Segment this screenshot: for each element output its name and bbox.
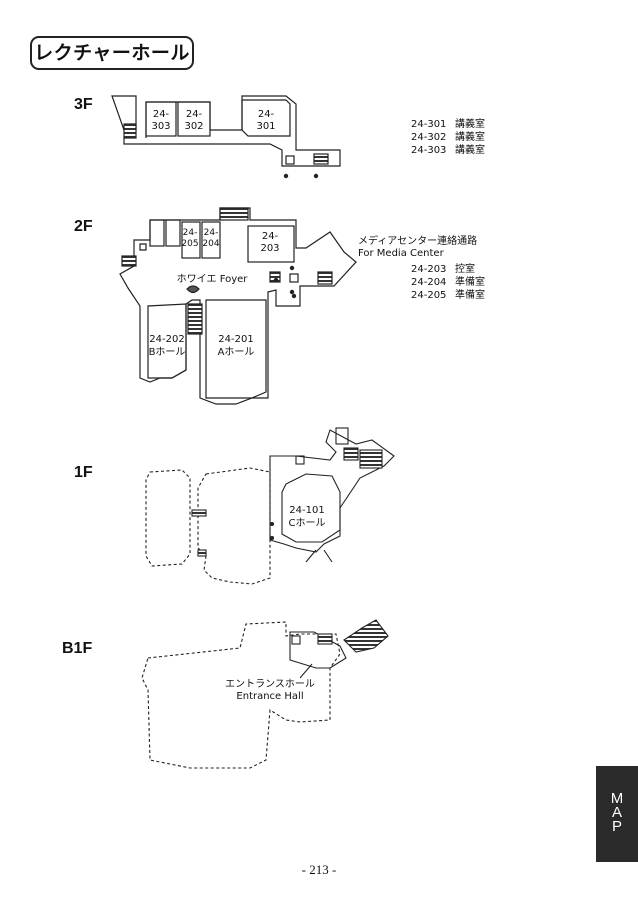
room-label: Cホール — [289, 517, 326, 529]
side-tab-letter: A — [611, 804, 622, 821]
page-title: レクチャーホール — [30, 36, 194, 70]
stairs-icon — [219, 207, 249, 221]
floor-label-1f: 1F — [74, 464, 93, 481]
side-tab-map: M A P — [596, 766, 638, 862]
room-label: Entrance Hall — [236, 691, 303, 702]
plan-2f — [119, 207, 357, 405]
room-label: Aホール — [218, 346, 255, 358]
room-24-301 — [241, 99, 291, 137]
stairs-icon — [187, 303, 203, 335]
stairs-icon — [343, 447, 359, 461]
floor-label-2f: 2F — [74, 218, 93, 235]
plan-1f — [145, 427, 395, 585]
room-label: 24-303 — [151, 109, 170, 132]
elevator-icon — [291, 635, 301, 645]
heart-icon — [186, 285, 200, 294]
stairs-icon — [313, 153, 329, 165]
elevator-icon — [285, 155, 295, 165]
room-restroom — [165, 219, 181, 247]
room-label: 205 — [181, 239, 198, 249]
wheelchair-icon — [139, 243, 147, 251]
room-label: 203 — [260, 243, 279, 254]
elevator-icon — [295, 455, 305, 465]
room-restroom — [149, 219, 165, 247]
room-label: 204 — [202, 239, 219, 249]
room-label: 24-201 — [218, 334, 253, 345]
foyer-label: ホワイエ Foyer — [177, 273, 249, 285]
media-center-label-en: For Media Center — [358, 248, 445, 259]
room-24-302 — [177, 101, 211, 137]
floor-label-3f: 3F — [74, 96, 93, 113]
room-label: 24-301 — [256, 109, 275, 132]
room-24-202 — [147, 303, 187, 379]
stairs-icon — [359, 449, 383, 469]
stairs-icon — [343, 619, 389, 653]
room-label: 24- — [183, 228, 198, 238]
stairs-icon — [123, 123, 137, 139]
room-24-205 — [181, 221, 201, 259]
room-24-201 — [205, 299, 267, 399]
room-label: 24- — [204, 228, 219, 238]
stairs-icon — [121, 255, 137, 267]
room-24-204 — [201, 221, 221, 259]
room-label: Bホール — [149, 346, 186, 358]
room-label: 24-202 — [149, 334, 184, 345]
media-center-label: メディアセンター連絡通路 — [358, 234, 477, 247]
plan-b1f — [141, 619, 389, 769]
floor-label-b1f: B1F — [62, 640, 93, 657]
stairs-icon — [269, 271, 281, 283]
page-number: - 213 - — [301, 862, 337, 877]
elevator-icon — [289, 273, 299, 283]
room-restroom — [335, 427, 349, 445]
room-label: 24- — [262, 231, 279, 242]
plan-3f — [111, 95, 341, 179]
room-24-203 — [247, 225, 295, 263]
room-24-101 — [281, 473, 341, 543]
stairs-icon — [317, 633, 333, 645]
side-tab-letter: P — [611, 818, 622, 835]
side-tab-letter: M — [610, 790, 624, 807]
room-label: エントランスホール — [225, 678, 315, 690]
stairs-icon — [317, 271, 333, 285]
room-label: 24-101 — [289, 505, 324, 516]
room-24-303 — [145, 101, 177, 137]
room-label: 24-302 — [184, 109, 203, 132]
